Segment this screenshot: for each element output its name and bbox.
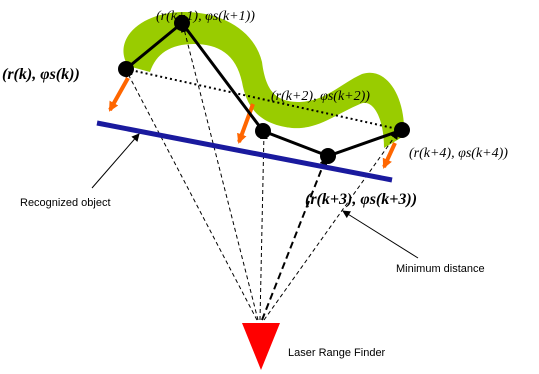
measured-points	[118, 15, 410, 164]
normal-arrows	[108, 77, 397, 169]
label-point-k1: (r(k+1), φs(k+1))	[156, 9, 255, 24]
label-minimum-distance: Minimum distance	[396, 263, 485, 275]
normal-arrow-k2	[237, 103, 255, 144]
dotted-chord	[125, 68, 403, 131]
point-k	[118, 61, 134, 77]
point-k2	[255, 123, 271, 139]
ray-k4	[263, 131, 399, 321]
leader-minimum-distance	[342, 210, 419, 259]
leader-recognized-object	[91, 133, 140, 189]
label-point-k: (r(k), φs(k))	[2, 66, 80, 83]
label-recognized-object: Recognized object	[20, 197, 111, 209]
laser-range-finder-icon	[242, 323, 280, 370]
sensor-rays	[125, 24, 399, 321]
point-k1	[174, 15, 190, 31]
baseline	[96, 120, 393, 183]
normal-arrow-k	[108, 77, 130, 112]
label-laser-range-finder: Laser Range Finder	[288, 347, 386, 359]
ray-k2	[259, 131, 268, 321]
label-point-k2: (r(k+2), φs(k+2))	[271, 89, 370, 104]
label-point-k4: (r(k+4), φs(k+4))	[409, 146, 508, 161]
point-k4	[394, 122, 410, 138]
label-point-k3: (r(k+3), φs(k+3))	[305, 191, 417, 208]
ray-k1	[180, 24, 259, 321]
ray-k	[125, 69, 258, 321]
point-k3	[320, 148, 336, 164]
normal-arrow-k4	[382, 142, 397, 169]
ray-k3-minimum	[261, 157, 328, 321]
object-band	[123, 12, 405, 148]
